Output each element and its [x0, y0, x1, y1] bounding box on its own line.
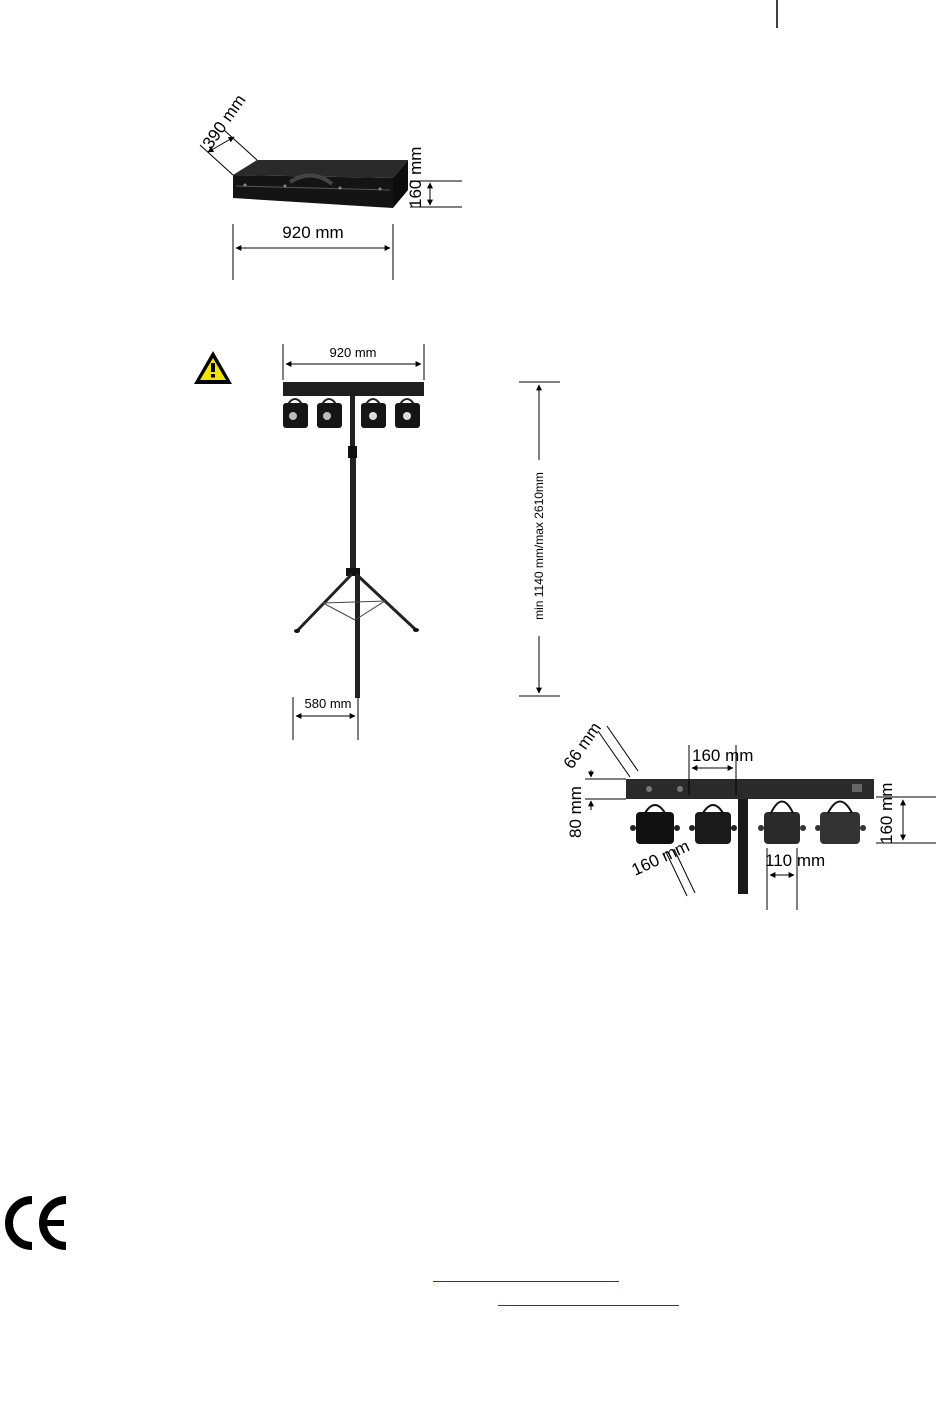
detail-head-width-label: 110 mm: [765, 851, 825, 870]
stand-height-range-label: min 1140 mm/max 2610mm: [532, 472, 546, 620]
stand-leg-span-label: 580 mm: [305, 696, 352, 711]
warning-triangle-icon: [194, 351, 232, 384]
detail-spacing-top-label: 160 mm: [692, 746, 753, 765]
bar-detail-figure: 66 mm 160 mm 80 mm 160 mm 160 mm 110 mm: [560, 719, 936, 910]
detail-head-depth-label: 80 mm: [566, 786, 585, 838]
light-stand-figure: 920 mm: [283, 344, 560, 740]
ce-mark-logo: [9, 1200, 66, 1246]
carry-bag-figure: 390 mm 160 mm 920 mm: [199, 91, 462, 280]
carry-bag: [233, 160, 408, 208]
stand-bar-width-label: 920 mm: [330, 345, 377, 360]
detail-head-height-label: 160 mm: [877, 783, 896, 844]
bag-width-label: 920 mm: [282, 223, 343, 242]
link-underline-1[interactable]: [433, 1281, 619, 1282]
detail-top-gap-label: 66 mm: [560, 719, 605, 772]
lighting-bar: [283, 382, 424, 396]
link-underline-2[interactable]: [498, 1305, 679, 1306]
detail-lighting-bar: [626, 779, 874, 799]
bag-height-label: 160 mm: [406, 147, 425, 208]
